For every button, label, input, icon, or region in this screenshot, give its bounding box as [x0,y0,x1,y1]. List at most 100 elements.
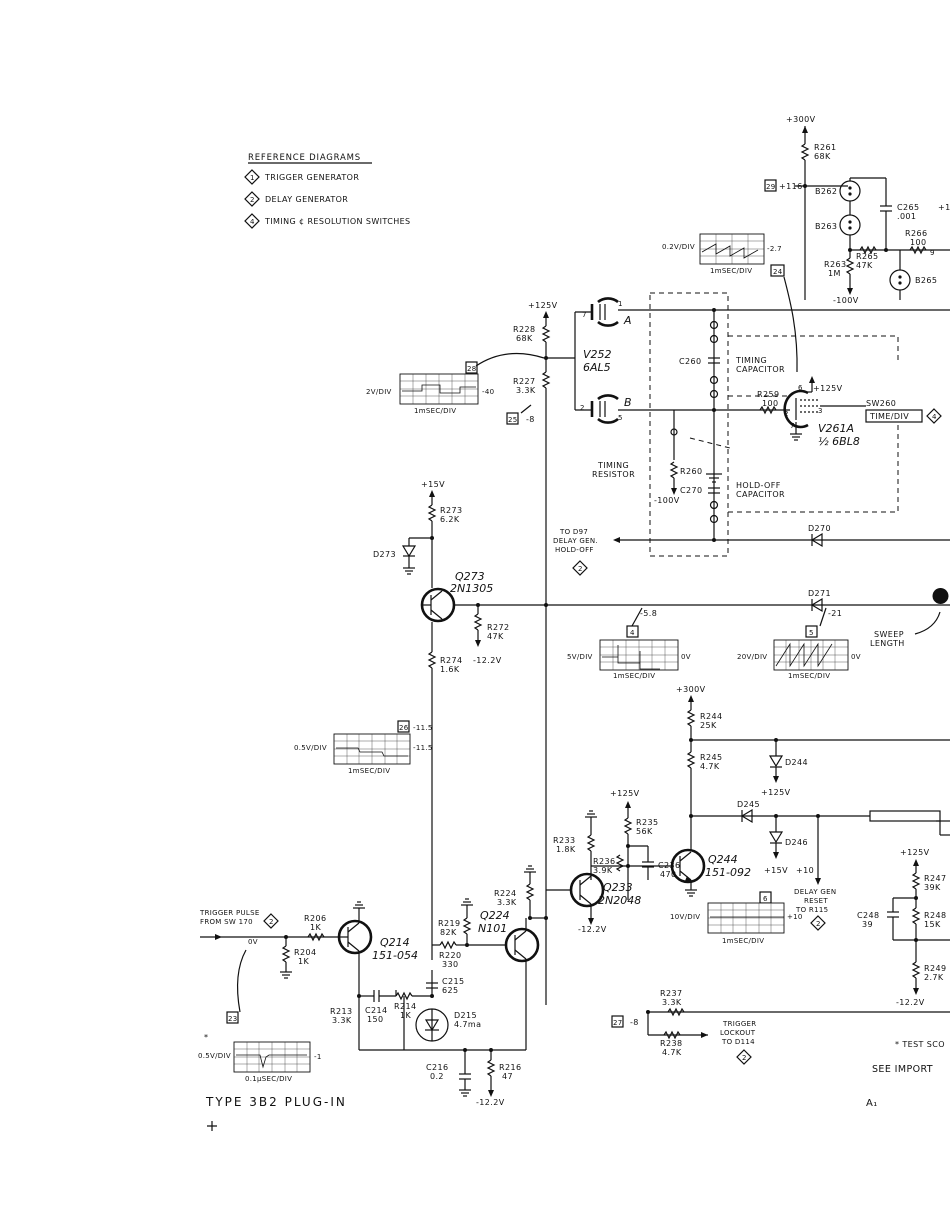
component-ref: C216 [426,1063,448,1072]
resistor-R273 [427,504,437,522]
tube-V252-A: 7 1 A [582,297,632,327]
reference-label: DELAY GENERATOR [265,195,348,204]
component-ref: R216 [499,1063,521,1072]
component-value: 82K [440,928,457,937]
resistor-R206 [307,932,325,942]
delay-reset-label: DELAY GEN [794,888,836,896]
component-value: ½ 6BL8 [818,435,860,448]
component-ref: Q214 [380,936,410,949]
component-value: 68K [814,152,831,161]
reference-item-2: 2 DELAY GENERATOR [244,191,348,207]
component-value: 1.8K [556,845,576,854]
resistor-R261 [800,143,810,161]
reference-marker: 2 [269,918,274,926]
resistor-R233 [586,834,596,852]
important-note: SEE IMPORT [872,1064,933,1075]
component-value: 4.7K [700,762,720,771]
voltage-label: +10 [796,866,814,875]
test-point-number: 28 [467,365,477,373]
resistor-R263 [845,257,855,275]
diode-D271: D271 [808,589,831,613]
voltage-label: -11.5 [413,724,433,732]
test-point-number: 27 [613,1019,623,1027]
pin-label: 7 [582,311,587,319]
component-ref: C214 [365,1006,387,1015]
voltage-label: +10 [787,913,803,921]
component-value: 56K [636,827,653,836]
component-ref: R204 [294,948,316,957]
waveform-24: 0.2V/DIV -2.7 1mSEC/DIV 24 [662,233,798,373]
component-value: 3.3K [332,1016,352,1025]
diode-D246: D246 [785,838,808,847]
resistor-R235 [623,817,633,835]
waveform-time-per-div: 1mSEC/DIV [788,672,830,680]
resistor-R272 [473,613,483,631]
component-value: 2N1305 [450,582,493,595]
rail-label: -12.2V [476,1098,505,1107]
reference-title: REFERENCE DIAGRAMS [248,153,361,163]
resistor-R259 [759,405,777,415]
test-point-24 [770,264,785,277]
q214-section: TRIGGER PULSE FROM SW 170 2 0V R206 1K R… [199,901,526,1107]
component-ref: V252 [583,348,612,361]
resistor-R244 [686,709,696,727]
test-point-4 [626,625,639,638]
rail-label: -100V [654,496,680,505]
neon-B262: B262 [815,180,861,202]
test-point-number: 23 [228,1015,238,1023]
crosshair-mark [207,1121,217,1131]
r261-branch: +300V R261 68K 29 +116 B262 B263 C265 .0 [764,115,950,305]
component-ref: R224 [494,889,516,898]
rail-label: +15V [764,866,788,875]
component-ref: R244 [700,712,722,721]
component-ref: R214 [394,1002,416,1011]
waveform-time-per-div: 1mSEC/DIV [414,407,456,415]
component-ref: R206 [304,914,326,923]
capacitor-C270: C270 [680,486,702,495]
v261a-section: R259 100 +125V 6 3 7 2 V261A ½ 6BL8 [757,376,866,448]
component-value: 100 [762,399,778,408]
delay-reset-label: RESET [804,897,828,905]
rail-label: +125V [900,848,930,857]
resistor-R228 [541,325,551,343]
component-value: 4.7K [662,1048,682,1057]
waveform-volts-per-div: 0.2V/DIV [662,243,695,251]
component-value: 6AL5 [583,361,611,374]
holdoff-capacitor-label: HOLD-OFF [736,481,781,490]
resistor-R204 [281,945,291,963]
pin-label: 2 [784,410,789,418]
component-value: 39 [862,920,873,929]
component-value: 15K [924,920,941,929]
resistor-R274 [427,651,437,669]
timing-resistor-label: RESISTOR [592,470,635,479]
to-d97-label: TO D97 [559,528,588,536]
waveform-volts-per-div: 5V/DIV [567,653,593,661]
pin-label: 6 [798,384,803,392]
component-value: 25K [700,721,717,730]
voltage-label: +116 [779,182,803,191]
component-ref: R219 [438,919,460,928]
component-ref: B265 [915,276,937,285]
neon-B265: B265 [889,250,937,300]
component-value: 1K [400,1011,411,1020]
sweep-length-control [932,588,949,604]
component-value: 1K [298,957,309,966]
delay-line-component [869,810,941,822]
component-ref: R272 [487,623,509,632]
component-ref: Q224 [480,909,510,922]
voltage-label: +1 [938,203,950,212]
component-ref: R233 [553,836,575,845]
component-ref: Q233 [603,881,633,894]
reference-diagrams-legend: REFERENCE DIAGRAMS 1 TRIGGER GENERATOR 2… [244,153,410,229]
test-point-number: 5 [809,629,814,637]
trigger-lockout-label: TRIGGER [722,1020,756,1028]
component-ref: R228 [513,325,535,334]
component-value: 150 [367,1015,383,1024]
voltage-label: -1 [314,1053,322,1061]
trigger-lockout-label: LOCKOUT [720,1029,756,1037]
test-point-5 [805,625,818,638]
resistor-R220 [439,940,457,950]
reference-item-1: 1 TRIGGER GENERATOR [244,169,359,185]
